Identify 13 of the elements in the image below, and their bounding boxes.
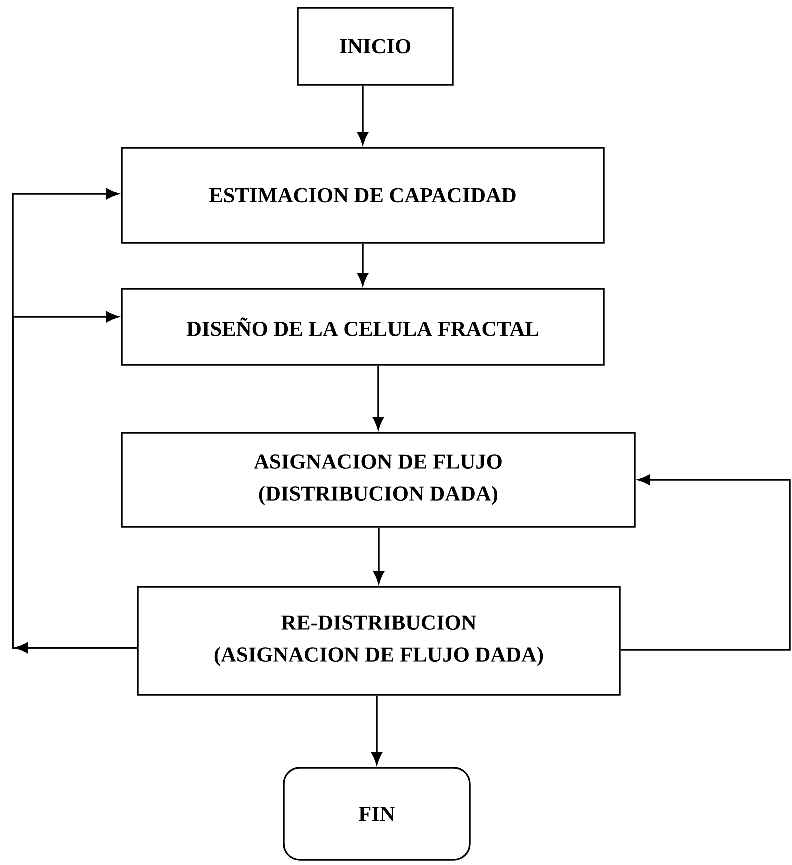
arrow [372, 696, 382, 765]
process-box: RE-DISTRIBUCION (ASIGNACION DE FLUJO DADA) [137, 586, 621, 696]
arrow [358, 244, 368, 286]
arrow [12, 312, 138, 649]
process-box: DISEÑO DE LA CELULA FRACTAL [121, 288, 605, 366]
arrow [373, 366, 384, 430]
arrow [358, 86, 368, 145]
arrow [374, 528, 384, 584]
process-box: ASIGNACION DE FLUJO (DISTRIBUCION DADA) [121, 432, 636, 528]
start-box: INICIO [297, 7, 454, 86]
process-box: ESTIMACION DE CAPACIDAD [121, 147, 605, 244]
arrow [620, 474, 791, 651]
end-box: FIN [283, 767, 471, 861]
